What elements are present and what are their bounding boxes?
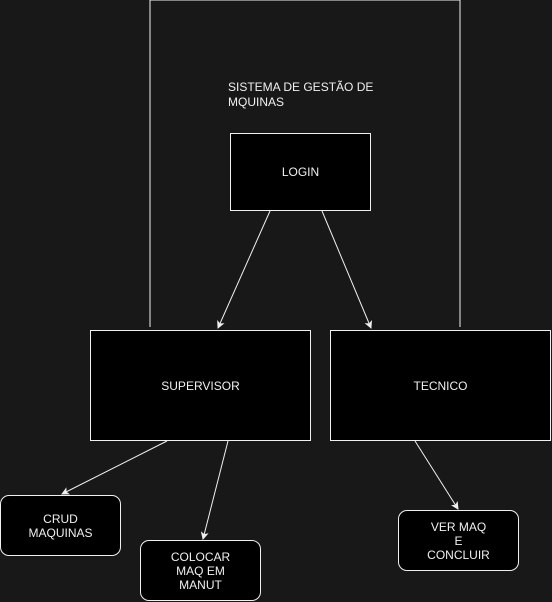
arrow-supervisor-to-crud <box>61 440 168 495</box>
system-boundary <box>149 0 461 327</box>
login-node[interactable]: LOGIN <box>230 133 371 211</box>
crud-maquinas-node[interactable]: CRUD MAQUINAS <box>0 495 121 556</box>
tecnico-node[interactable]: TECNICO <box>330 330 551 441</box>
ver-maq-e-concluir-node[interactable]: VER MAQ E CONCLUIR <box>398 510 519 571</box>
arrow-login-to-tecnico <box>321 210 372 329</box>
arrow-supervisor-to-colocar <box>200 440 229 540</box>
arrow-tecnico-to-ver <box>414 440 459 510</box>
system-title: SISTEMA DE GESTÃO DE MQUINAS <box>228 80 374 109</box>
colocar-maq-em-manut-node[interactable]: COLOCAR MAQ EM MANUT <box>140 540 261 601</box>
supervisor-node[interactable]: SUPERVISOR <box>90 330 311 441</box>
arrow-login-to-supervisor <box>217 210 271 329</box>
